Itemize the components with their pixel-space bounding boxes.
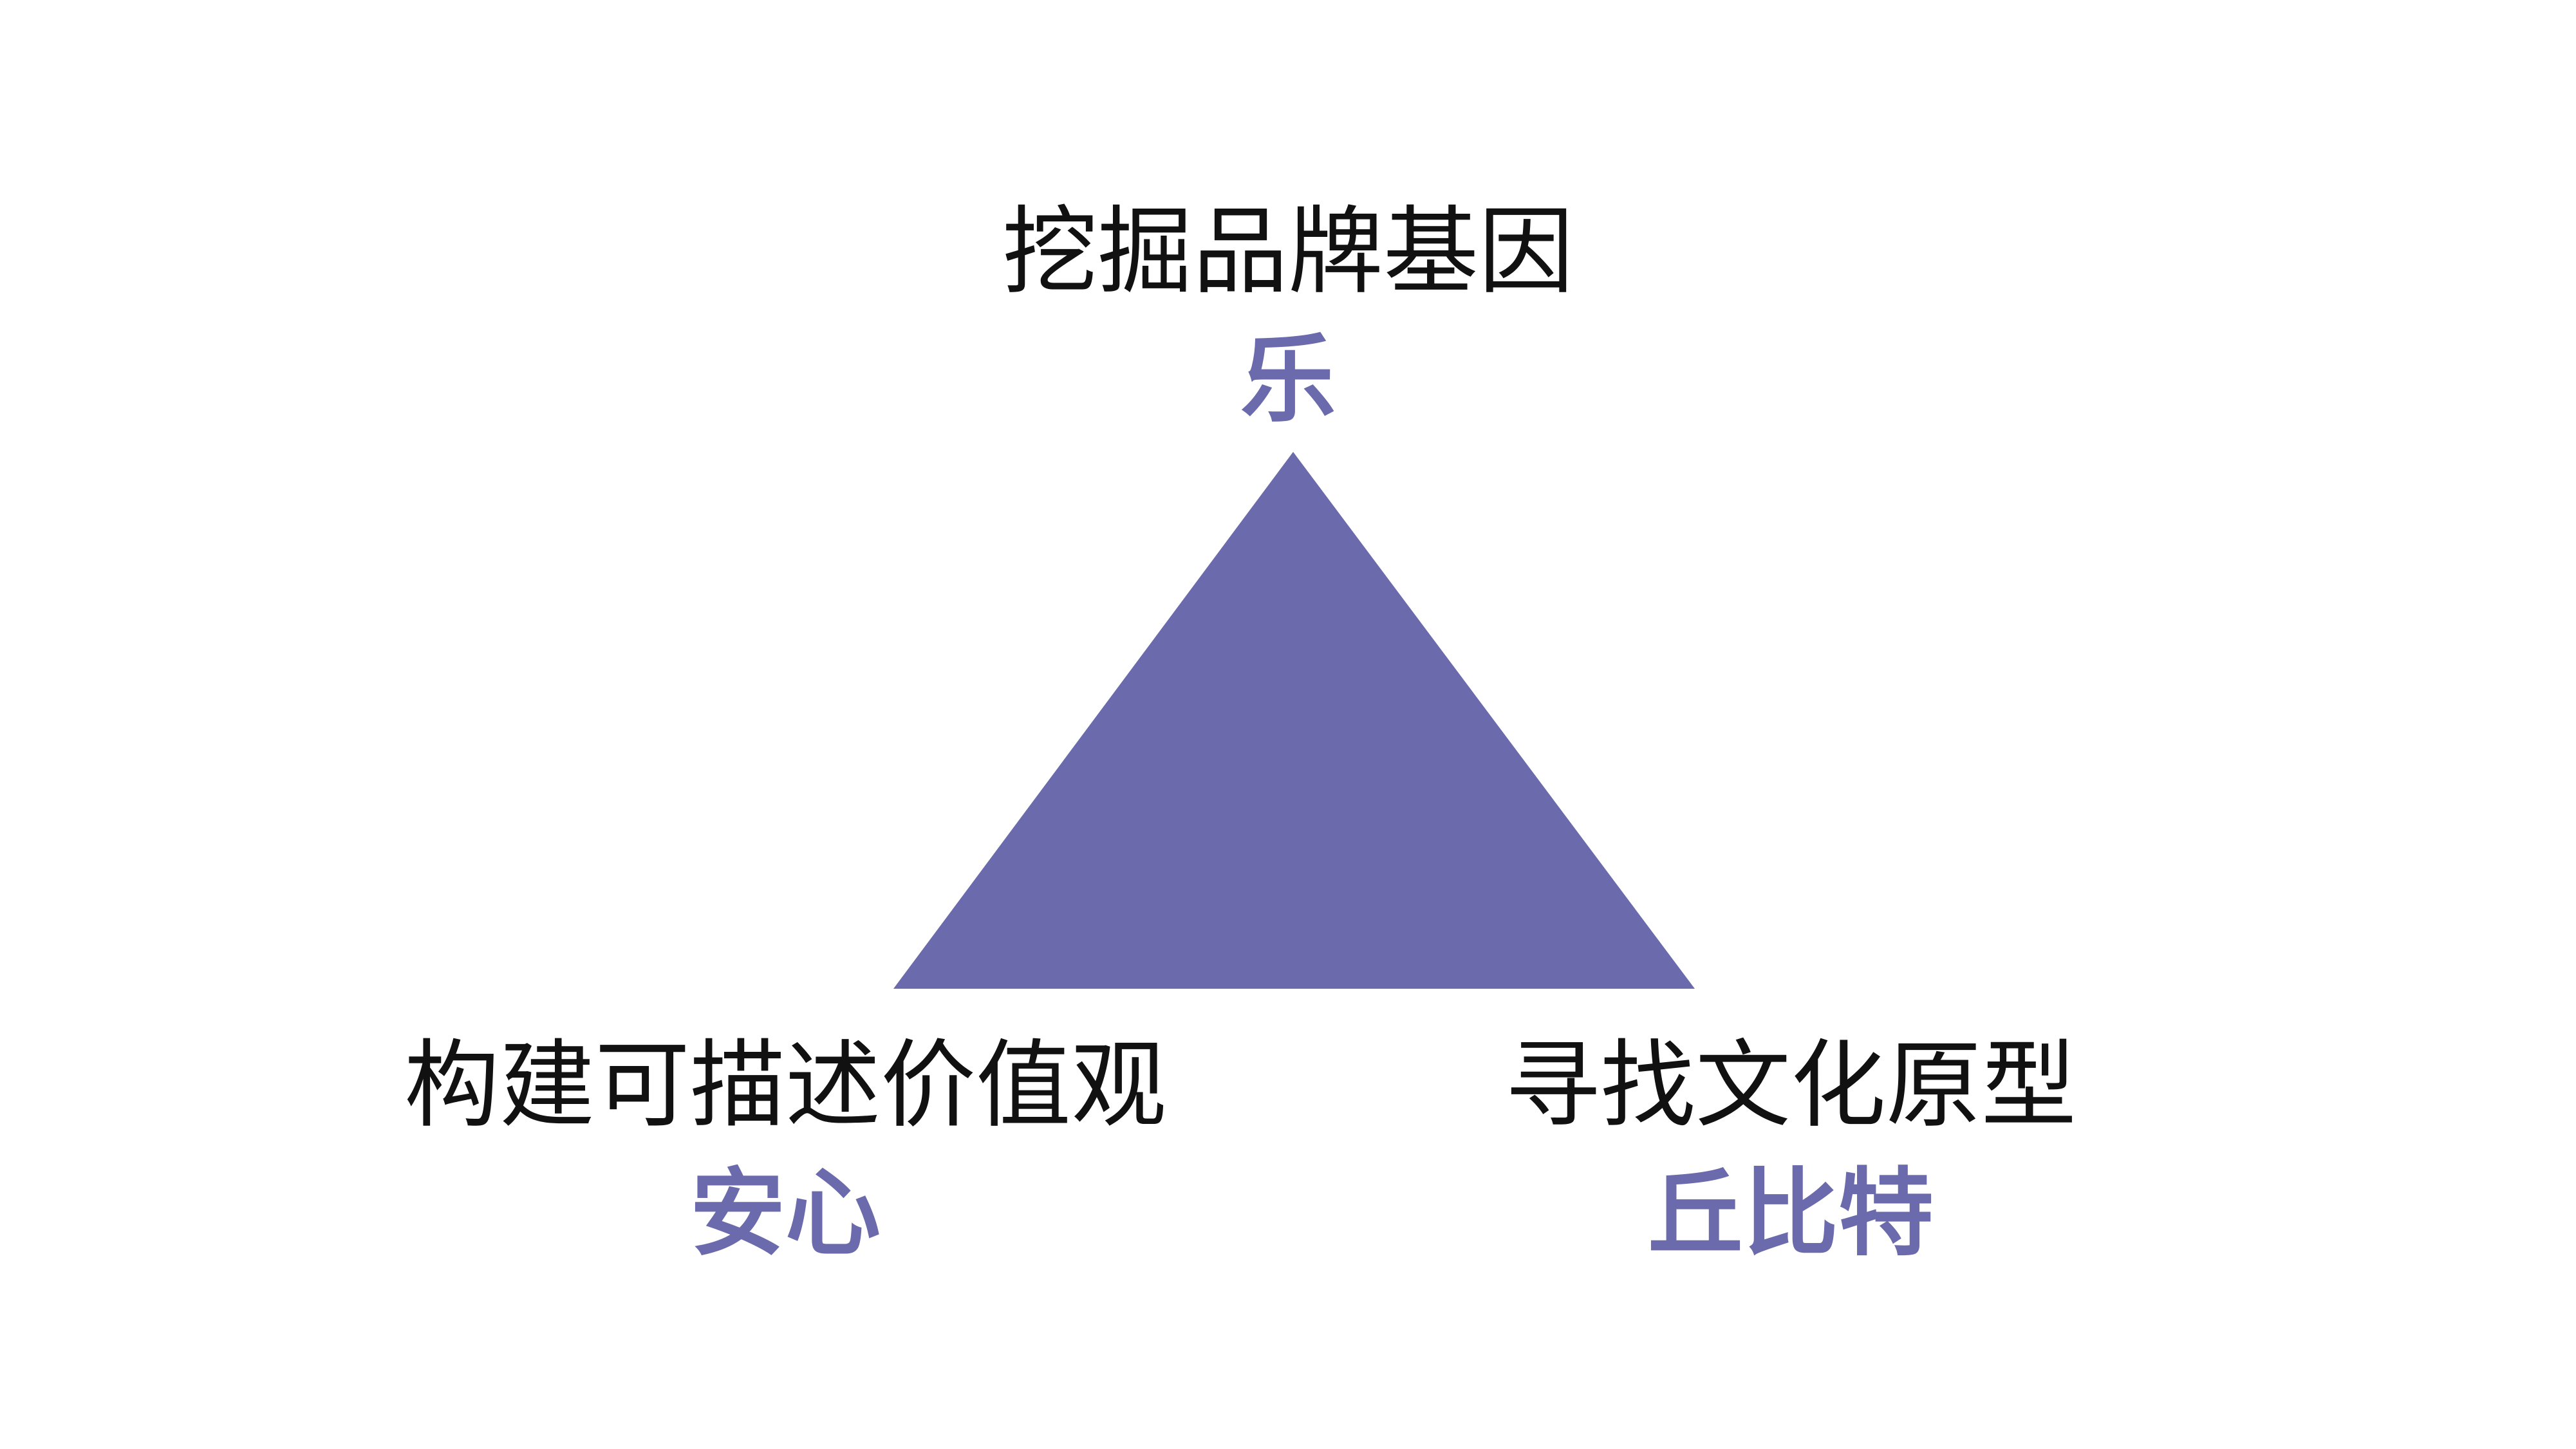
node-top-subtitle: 乐 (1240, 324, 1336, 435)
node-left-subtitle: 安心 (690, 1157, 881, 1269)
node-left-title: 构建可描述价值观 (404, 1030, 1166, 1141)
node-right-title: 寻找文化原型 (1505, 1030, 2077, 1141)
node-right-subtitle: 丘比特 (1648, 1157, 1934, 1269)
node-left: 构建可描述价值观 安心 (335, 1033, 1236, 1266)
triangle-shape (893, 452, 1695, 989)
node-right: 寻找文化原型 丘比特 (1340, 1033, 2241, 1266)
node-top: 挖掘品牌基因 乐 (837, 200, 1739, 433)
node-top-title: 挖掘品牌基因 (1002, 196, 1574, 307)
